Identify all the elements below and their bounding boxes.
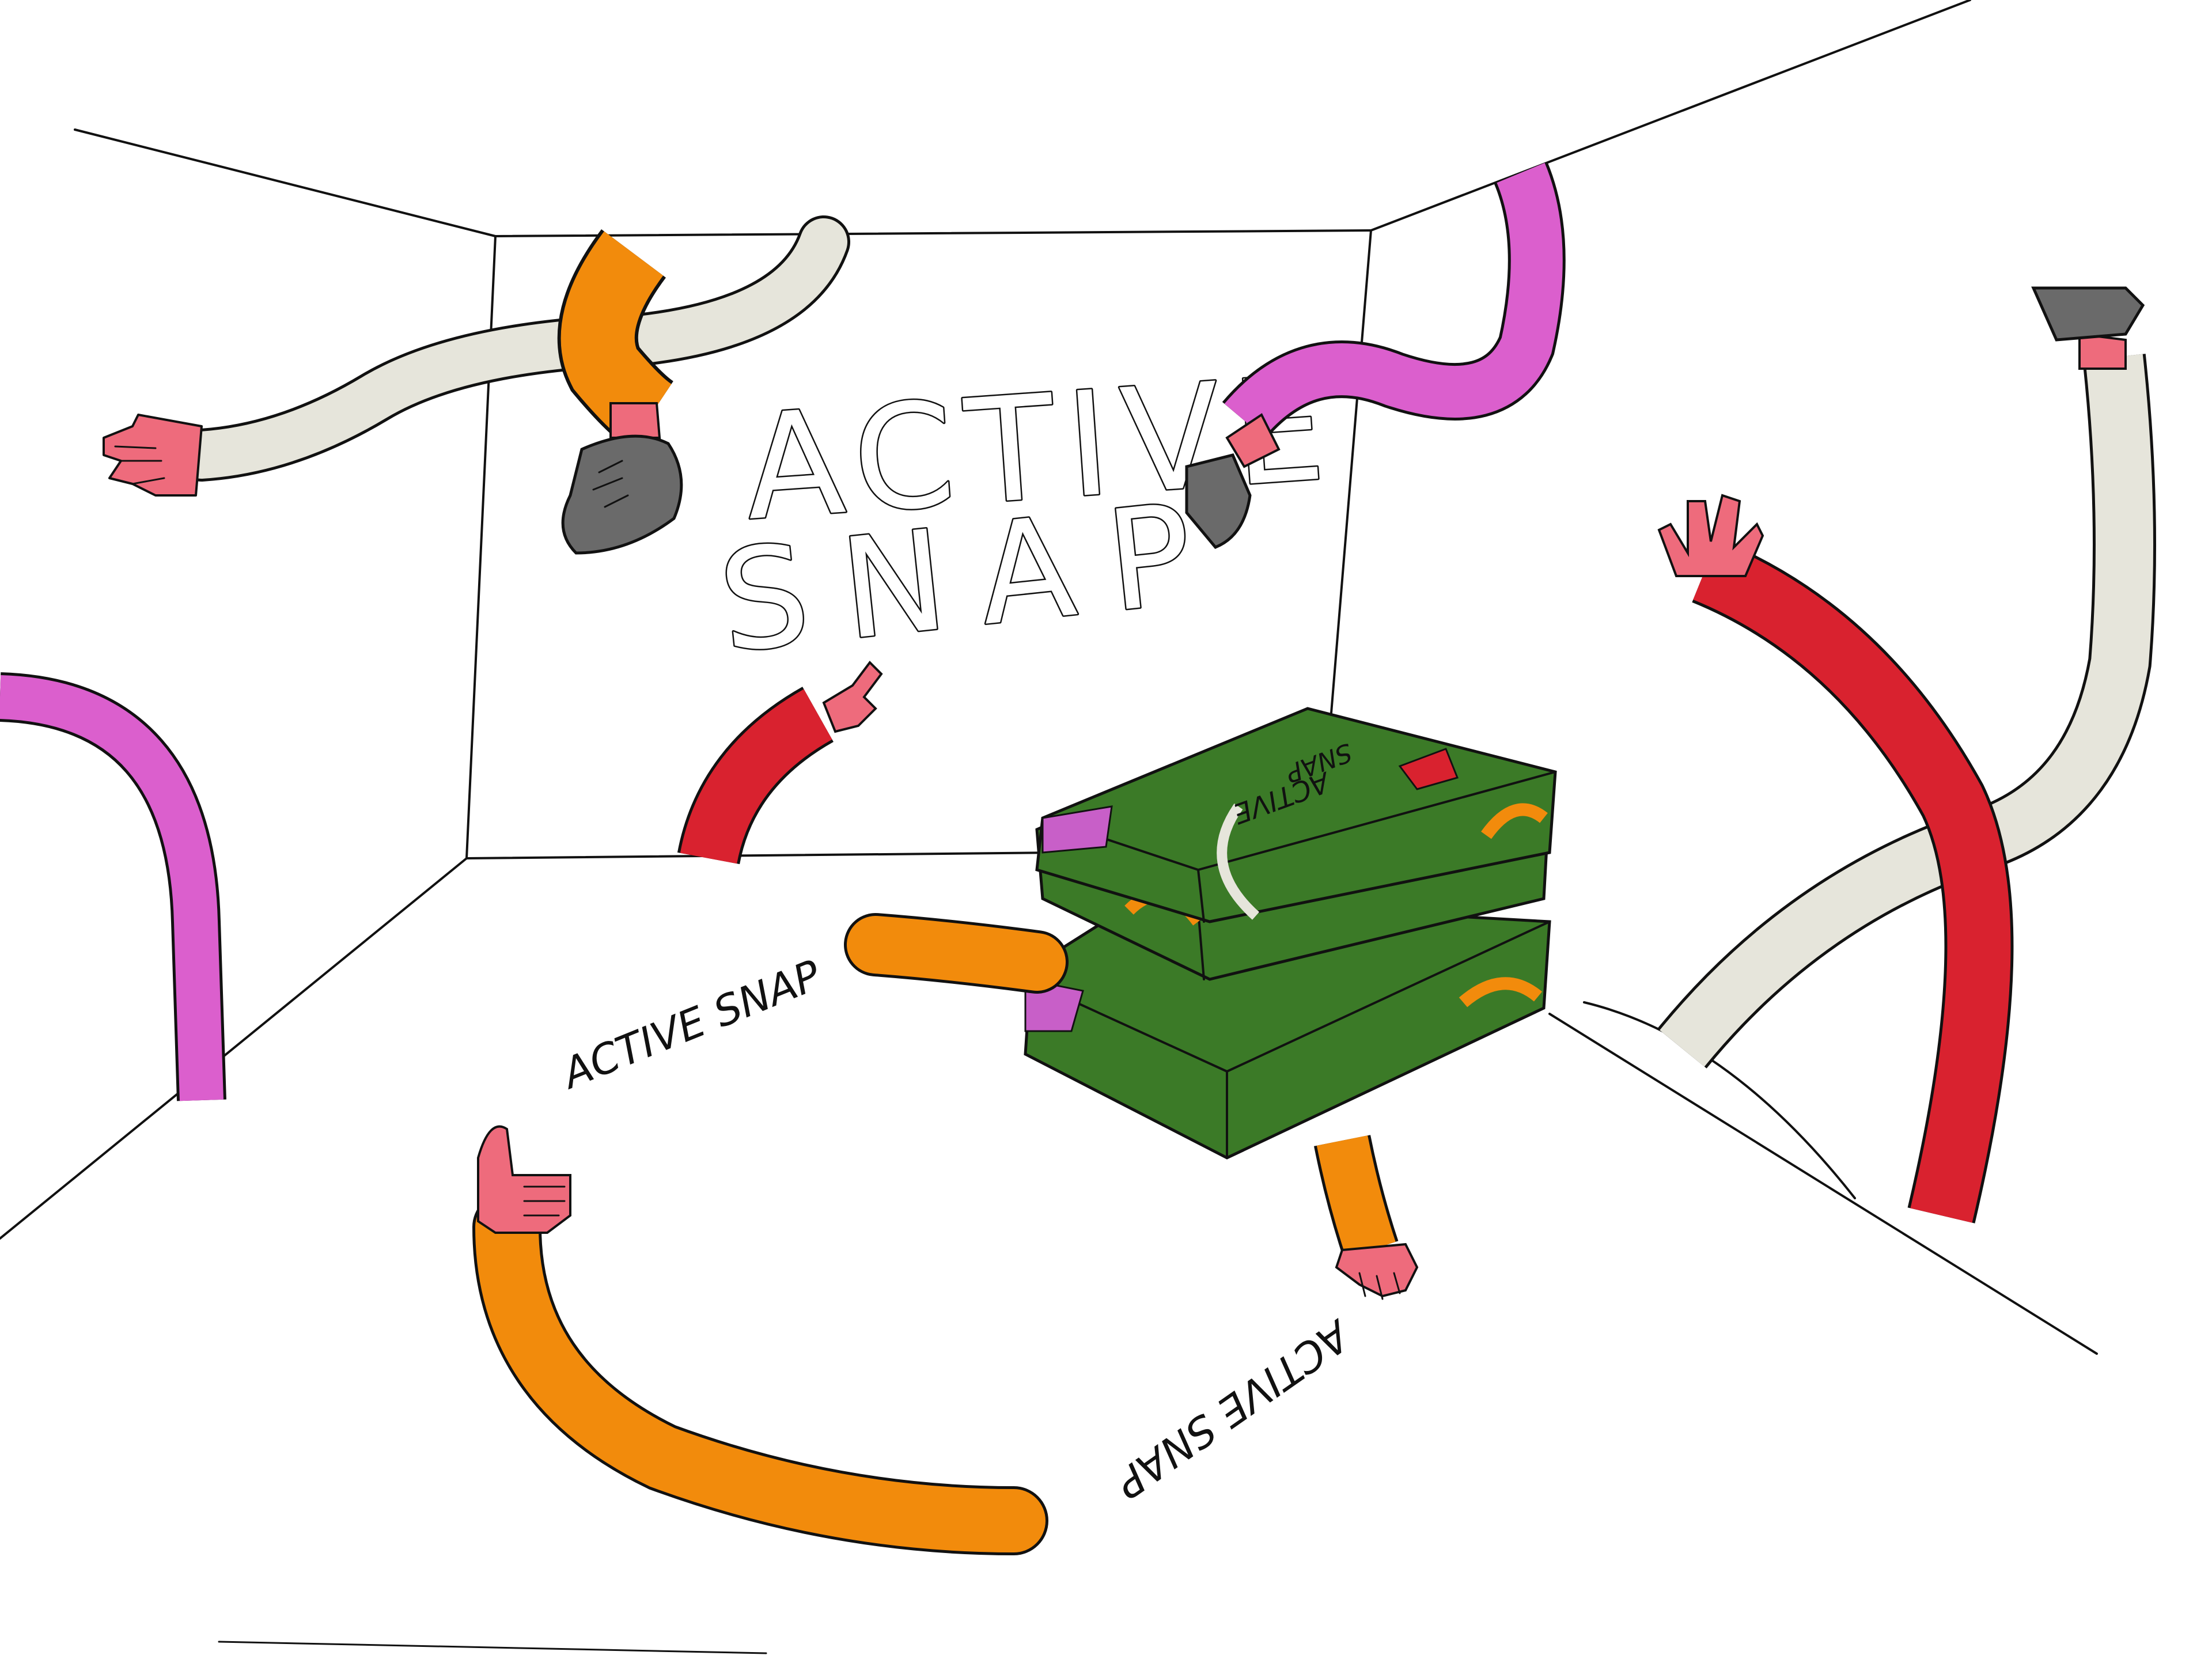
- cream-leg-right: [1657, 354, 2156, 1069]
- sock-and-shoe-top: [561, 402, 683, 555]
- orange-leg-box-left: [844, 913, 1069, 994]
- orange-arc-arm-floor: [472, 1192, 1048, 1555]
- hand-upper-left: [103, 414, 203, 497]
- pink-leg-upper-right: [1222, 161, 1566, 440]
- pink-arm-left-edge: [0, 672, 226, 1101]
- orange-arm-box-bottom: [1313, 1135, 1399, 1259]
- sock-and-shoe-upper-right: [1185, 413, 1281, 549]
- hand-center-pointing: [822, 660, 883, 733]
- floor-text-upper: ACTIVE SNAP: [554, 950, 828, 1099]
- box-stack: ACTIVE SNAP: [1024, 707, 1557, 1160]
- hand-right-waving: [1657, 494, 1764, 577]
- hand-floor-fist: [477, 1125, 571, 1234]
- red-arm-center: [677, 687, 834, 865]
- red-arm-right: [1692, 538, 2014, 1224]
- floor-text-lower: ACTIVE SNAP: [1107, 1310, 1361, 1508]
- cream-arm-upper-left: [175, 215, 850, 482]
- sock-and-shoe-right: [2031, 286, 2145, 370]
- hand-box-bottom: [1335, 1243, 1419, 1300]
